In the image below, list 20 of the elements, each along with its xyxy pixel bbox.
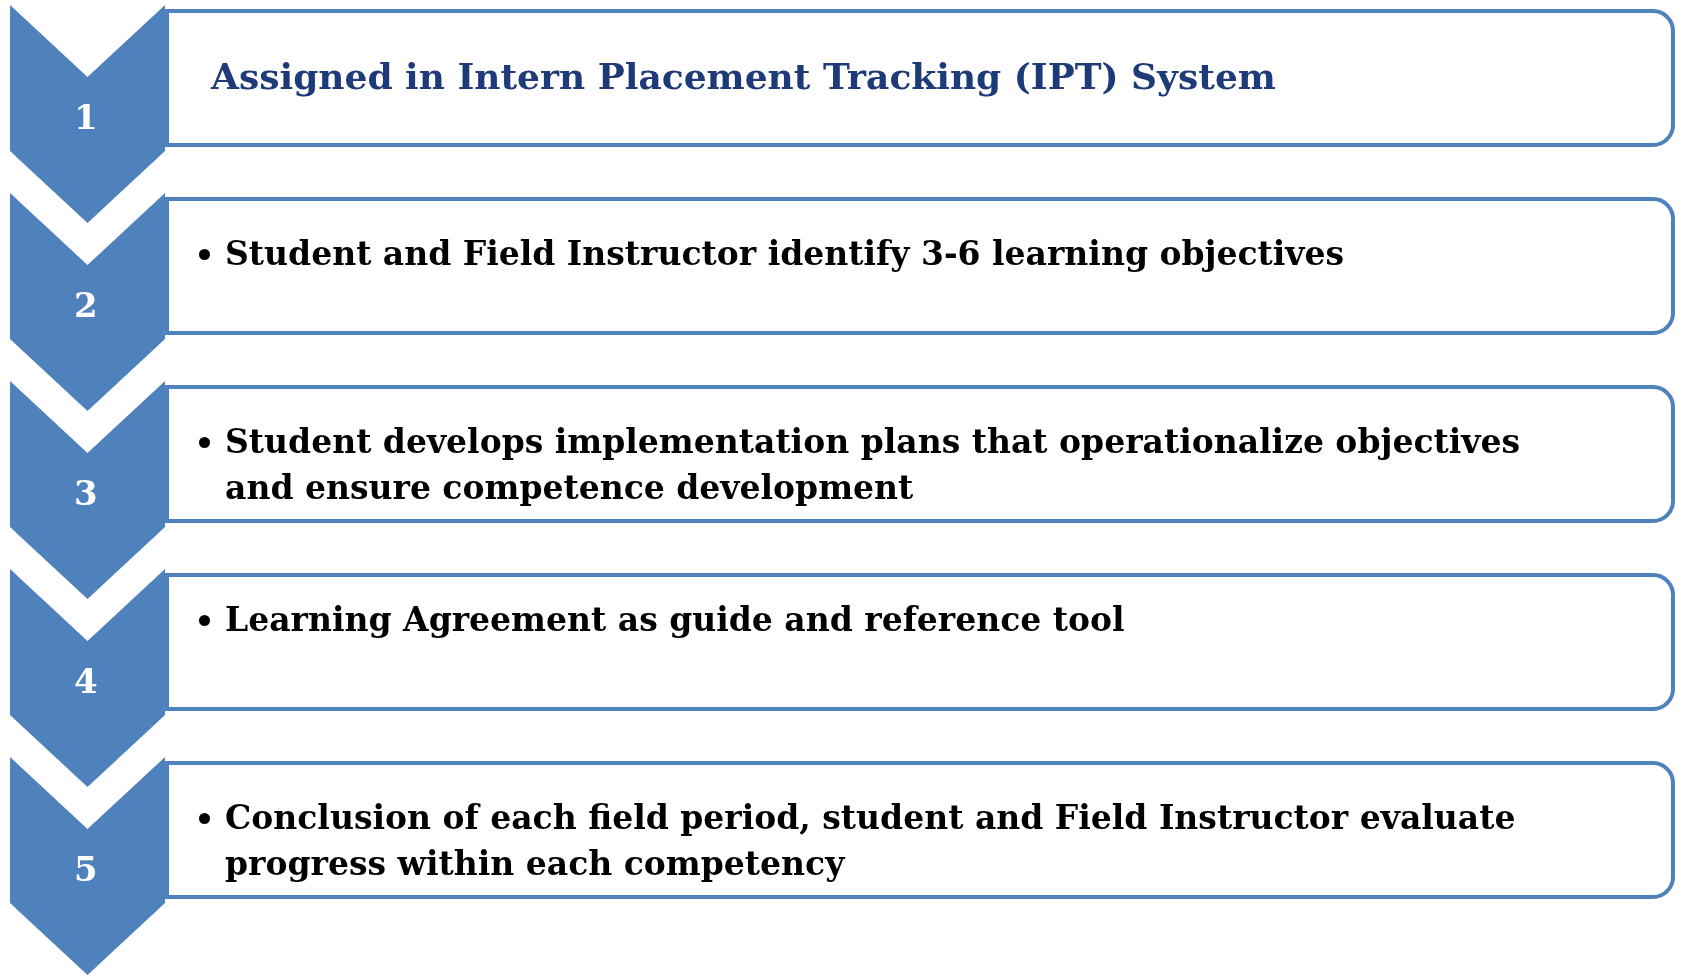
step-box (165, 197, 1675, 335)
step-box (165, 573, 1675, 711)
step-marker (10, 5, 165, 223)
step-text: Student develops implementation plans that operationalize objectives and ensure competence development (225, 421, 1521, 509)
step-number: 5 (74, 849, 98, 889)
step-number: 3 (74, 473, 98, 513)
step-number: 4 (74, 661, 98, 701)
step-box (165, 385, 1675, 523)
step-box (165, 761, 1675, 899)
step-number: 1 (74, 97, 98, 137)
step-text: Student and Field Instructor identify 3-6 learning objectives (225, 233, 1346, 275)
step-title: Assigned in Intern Placement Tracking (IPT) System (211, 54, 1277, 99)
step-text: Learning Agreement as guide and reference tool (225, 599, 1126, 641)
step-marker (10, 569, 165, 787)
step-box (165, 9, 1675, 147)
step-marker (10, 193, 165, 411)
step-marker (10, 757, 165, 975)
step-number: 2 (74, 285, 98, 325)
step-marker (10, 381, 165, 599)
step-text: Conclusion of each field period, student and Field Instructor evaluate progress within each competency (225, 797, 1517, 885)
